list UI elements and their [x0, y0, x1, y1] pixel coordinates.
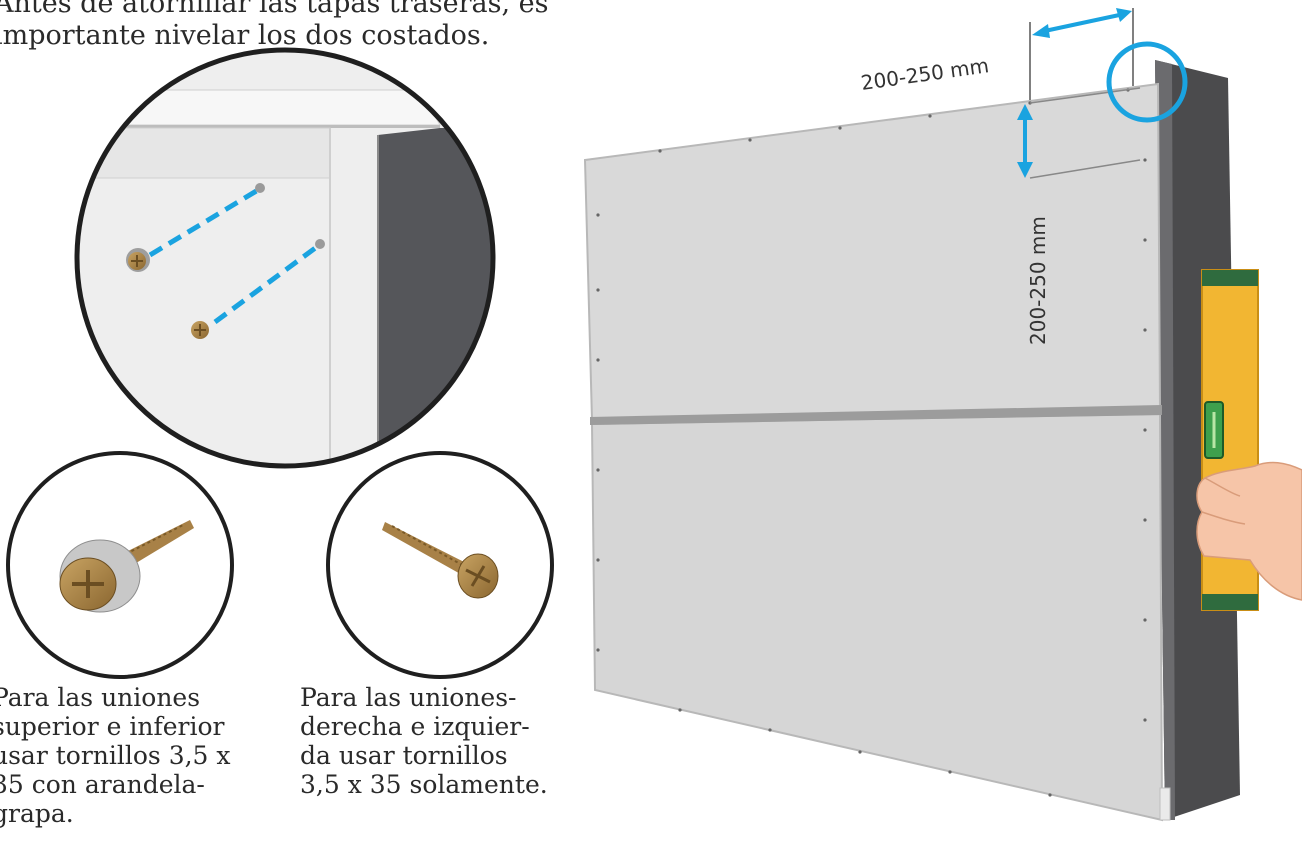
caption-right-line-4: 3,5 x 35 solamente. — [300, 770, 548, 799]
caption-plain-screws: Para las uniones- derecha e izquier- da … — [300, 683, 570, 799]
intro-text: Antes de atornillar las tapas traseras, … — [0, 0, 584, 52]
caption-left-line-1: Para las uniones — [0, 683, 201, 712]
screw-lower — [191, 239, 325, 339]
screw-upper — [126, 183, 265, 272]
caption-right-line-3: da usar tornillos — [300, 741, 508, 770]
intro-line-1: Antes de atornillar las tapas traseras, … — [0, 0, 549, 19]
dimension-horizontal: 200-250 mm — [859, 8, 1134, 100]
dimension-vertical: 200-250 mm — [1017, 104, 1050, 345]
detail-magnifier — [74, 47, 496, 469]
corner-highlight — [1106, 41, 1188, 123]
caption-left-line-4: 35 con arandela- — [0, 770, 205, 799]
dimension-vertical-label: 200-250 mm — [1026, 216, 1050, 345]
screw-with-washer-detail — [6, 451, 234, 679]
caption-washer-screws: Para las uniones superior e inferior usa… — [0, 683, 267, 828]
dimension-horizontal-label: 200-250 mm — [859, 53, 990, 95]
caption-right-line-1: Para las uniones- — [300, 683, 517, 712]
caption-right-line-2: derecha e izquier- — [300, 712, 530, 741]
hand — [1196, 461, 1302, 601]
cabinet-back — [583, 60, 1240, 822]
caption-left-line-3: usar tornillos 3,5 x — [0, 741, 231, 770]
caption-left-line-5: grapa. — [0, 799, 74, 828]
caption-left-line-2: superior e inferior — [0, 712, 225, 741]
screw-plain-detail — [326, 451, 554, 679]
intro-line-2: importante nivelar los dos costados. — [0, 20, 490, 51]
